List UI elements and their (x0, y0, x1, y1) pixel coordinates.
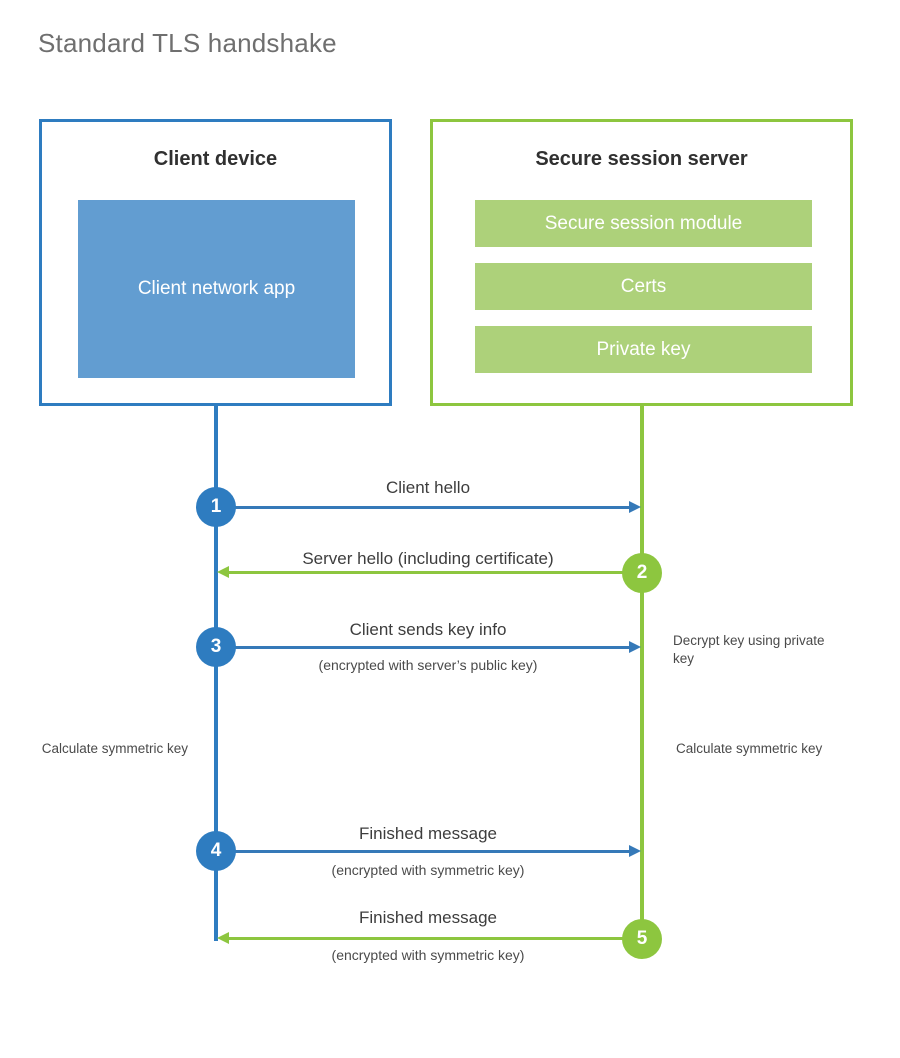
client-lifeline (214, 406, 218, 941)
client-device-box: Client device Client network app (39, 119, 392, 406)
arrow-head-left-icon (217, 932, 229, 944)
step-3-label: Client sends key info (349, 620, 507, 639)
step-marker-1: 1 (196, 487, 236, 527)
server-decrypt-note: Decrypt key using private key (673, 633, 825, 666)
step-3-arrow (218, 641, 641, 653)
arrow-head-right-icon (629, 641, 641, 653)
secure-session-server-title: Secure session server (535, 148, 748, 170)
step-2-label: Server hello (including certificate) (302, 549, 554, 568)
step-4-sublabel: (encrypted with symmetric key) (331, 862, 525, 878)
step-marker-2: 2 (622, 553, 662, 593)
server-lifeline (640, 406, 644, 941)
arrow-head-left-icon (217, 566, 229, 578)
server-module-secure-session-module: Secure session module (475, 200, 812, 247)
client-network-app-block: Client network app (78, 200, 355, 378)
server-calculate-symmetric-key-note: Calculate symmetric key (676, 741, 823, 756)
step-marker-3: 3 (196, 627, 236, 667)
step-5-sublabel: (encrypted with symmetric key) (331, 947, 525, 963)
step-5-label: Finished message (359, 908, 497, 927)
server-module-certs: Certs (475, 263, 812, 310)
step-marker-4: 4 (196, 831, 236, 871)
server-module-private-key: Private key (475, 326, 812, 373)
step-3-sublabel: (encrypted with server’s public key) (318, 657, 538, 673)
step-1-label: Client hello (385, 478, 471, 497)
step-4-label: Finished message (359, 824, 497, 843)
arrow-head-right-icon (629, 501, 641, 513)
client-device-title: Client device (153, 148, 278, 170)
step-4-arrow (218, 845, 641, 857)
step-2-arrow (217, 566, 632, 578)
secure-session-server-box: Secure session server Secure session mod… (430, 119, 853, 406)
step-1-arrow (218, 501, 641, 513)
step-marker-5: 5 (622, 919, 662, 959)
client-calculate-symmetric-key-note: Calculate symmetric key (41, 741, 188, 756)
step-5-arrow (217, 932, 632, 944)
arrow-head-right-icon (629, 845, 641, 857)
page-title: Standard TLS handshake (38, 28, 337, 58)
